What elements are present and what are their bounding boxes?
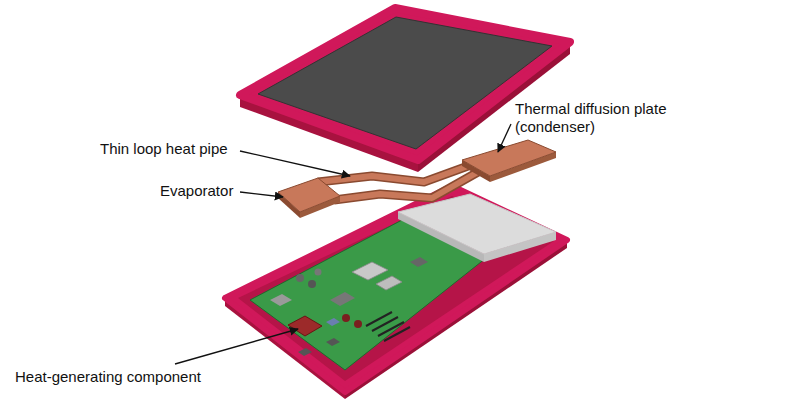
capacitor bbox=[296, 274, 304, 282]
callout-label: Thermal diffusion plate (condenser) bbox=[515, 100, 715, 136]
pin-row bbox=[366, 312, 392, 326]
chip bbox=[376, 276, 402, 290]
leader-line bbox=[498, 124, 511, 152]
tray-rim bbox=[225, 186, 567, 392]
pin-row bbox=[384, 327, 410, 341]
pin-row bbox=[378, 322, 404, 336]
leader-line bbox=[240, 151, 350, 176]
pin-row bbox=[372, 317, 398, 331]
chip bbox=[330, 292, 355, 306]
heat-generating-chip bbox=[288, 316, 322, 336]
chip bbox=[298, 348, 312, 356]
capacitor bbox=[315, 269, 322, 276]
evaporator bbox=[278, 178, 340, 212]
chip bbox=[270, 294, 292, 306]
heat-pipe-tube bbox=[334, 172, 478, 200]
callout-label: Heat-generating component bbox=[15, 368, 201, 386]
leader-line bbox=[240, 192, 283, 197]
chip bbox=[352, 262, 388, 280]
capacitor bbox=[342, 314, 350, 322]
condenser-plate bbox=[462, 140, 556, 176]
phone-cover bbox=[240, 8, 570, 160]
chip bbox=[326, 338, 340, 346]
chip bbox=[410, 257, 428, 267]
leader-line bbox=[175, 329, 298, 364]
callout-label: Evaporator bbox=[160, 182, 233, 200]
chip bbox=[326, 318, 340, 326]
capacitor bbox=[308, 280, 316, 288]
battery bbox=[398, 194, 556, 254]
heat-pipe-outline bbox=[334, 172, 478, 200]
callout-label: Thin loop heat pipe bbox=[100, 140, 228, 158]
capacitor bbox=[354, 320, 362, 328]
